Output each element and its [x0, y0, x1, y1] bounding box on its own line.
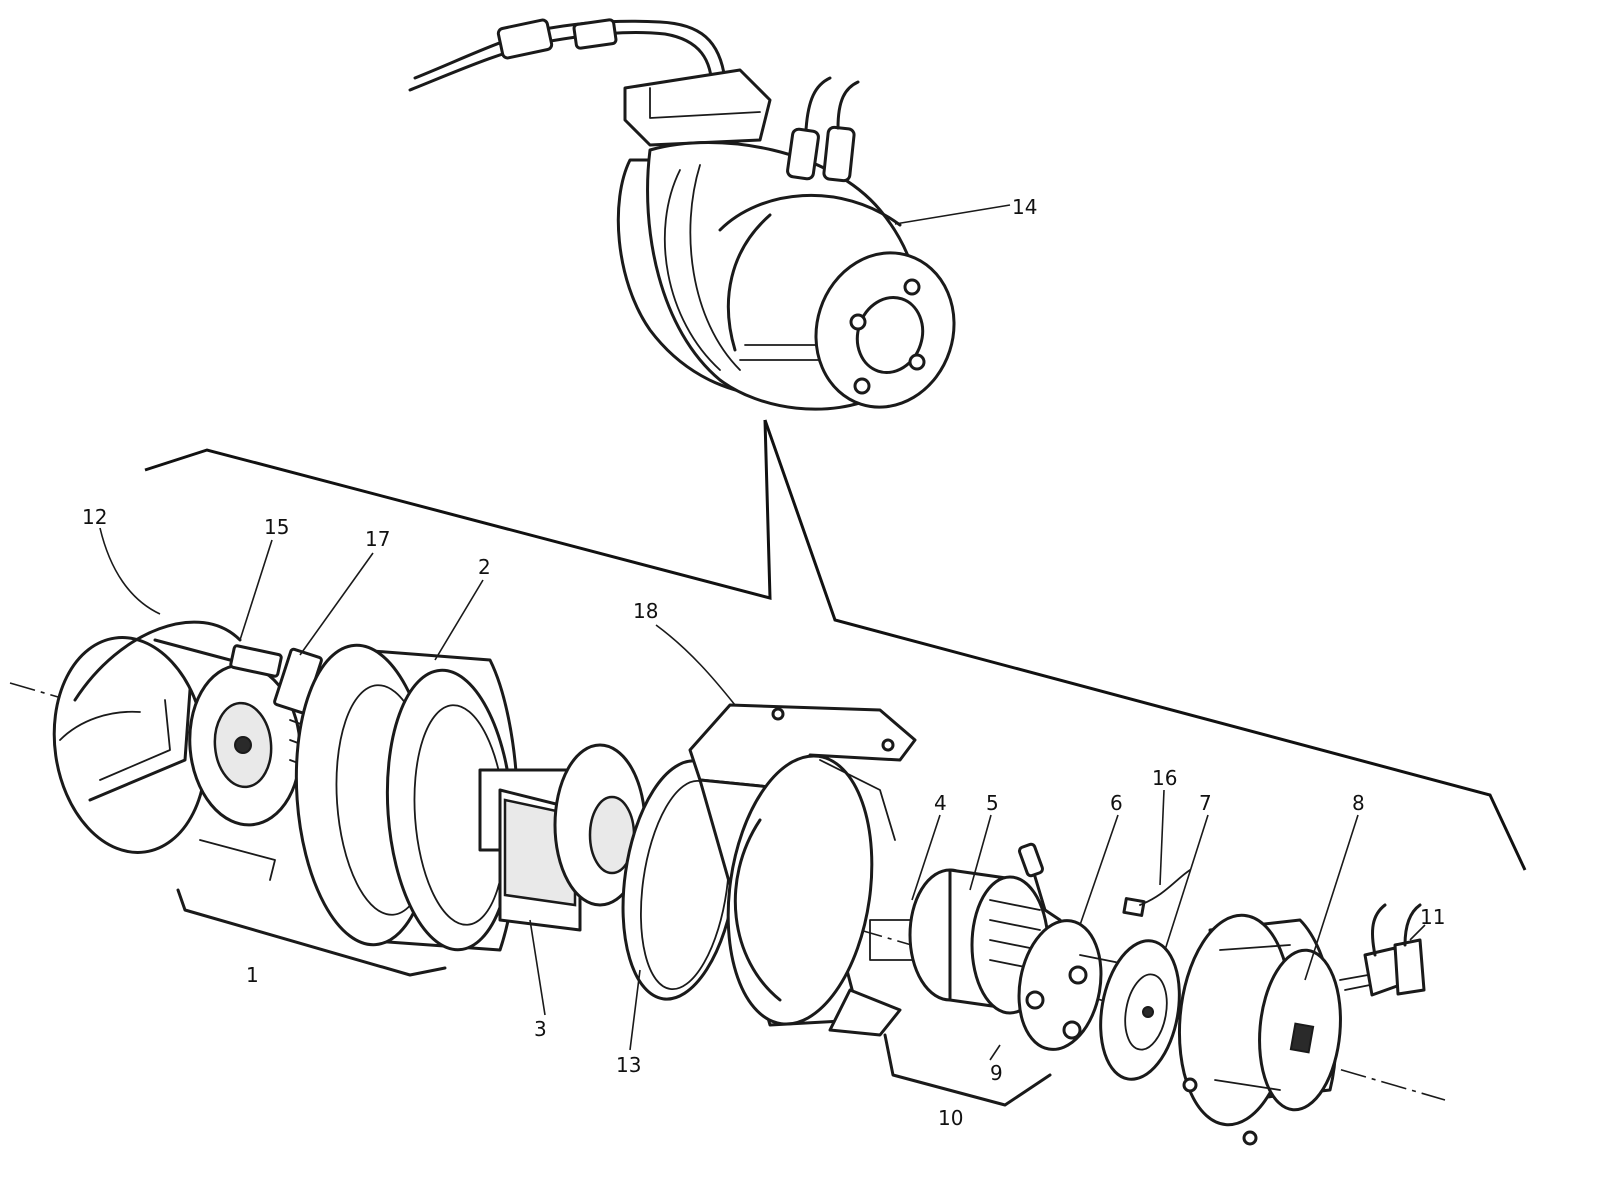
- part-number-17: 17: [365, 527, 390, 551]
- part-number-1: 1: [246, 963, 259, 987]
- brush-lead: [1122, 869, 1191, 917]
- part-number-6: 6: [1110, 791, 1123, 815]
- rotor-core: [478, 743, 647, 932]
- leader-lines: [99, 527, 1426, 1061]
- part-number-13: 13: [616, 1053, 641, 1077]
- bearing-disc: [1099, 939, 1181, 1081]
- part-numbers: 1 2 3 4 5 6 7 8 9 10 11 12 13 14 15 16 1…: [82, 195, 1445, 1130]
- stator-drum: [294, 643, 520, 952]
- part-number-8: 8: [1352, 791, 1365, 815]
- part-number-11: 11: [1420, 905, 1445, 929]
- part-number-7: 7: [1199, 791, 1212, 815]
- bracket-housing: [688, 703, 917, 1037]
- part-number-2: 2: [478, 555, 491, 579]
- part-number-4: 4: [934, 791, 947, 815]
- part-number-15: 15: [264, 515, 289, 539]
- part-number-9: 9: [990, 1061, 1003, 1085]
- end-cap: [1177, 913, 1342, 1146]
- rear-cage-cover: [52, 620, 242, 854]
- part-number-14: 14: [1012, 195, 1037, 219]
- part-number-3: 3: [534, 1017, 547, 1041]
- end-plate: [188, 644, 331, 881]
- wire-connector: [1339, 903, 1426, 997]
- brace-1: [176, 888, 447, 977]
- assembly-guide-lines: [144, 419, 1527, 871]
- part-number-10: 10: [938, 1106, 963, 1130]
- part-number-16: 16: [1152, 766, 1177, 790]
- part-number-18: 18: [633, 599, 658, 623]
- brace-10: [883, 1033, 1052, 1107]
- assembled-unit: [408, 18, 1011, 411]
- part-number-5: 5: [986, 791, 999, 815]
- part-number-12: 12: [82, 505, 107, 529]
- brush-holder: [1017, 842, 1131, 1051]
